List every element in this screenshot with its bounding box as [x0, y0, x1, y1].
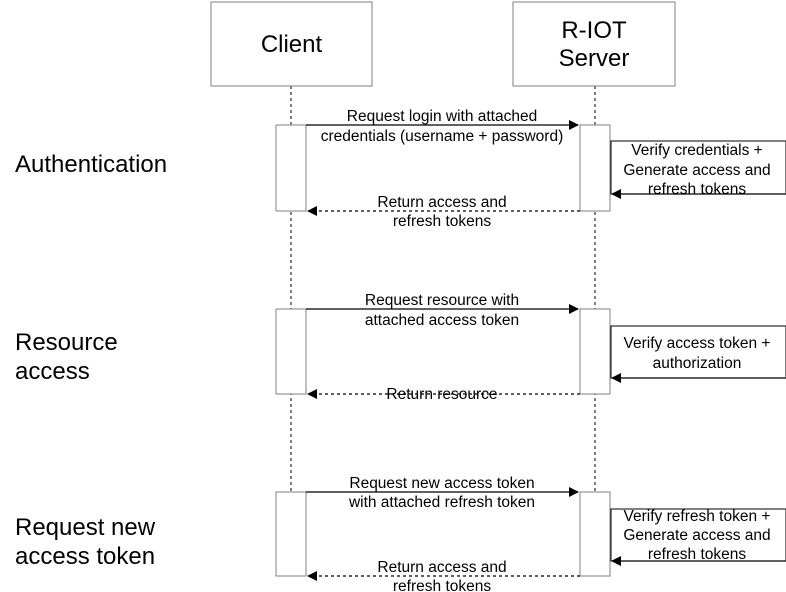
server-activation-bar	[579, 308, 611, 395]
phase-label-line2: access	[15, 358, 90, 385]
server-participant-label-line2: Server	[559, 45, 630, 72]
phase-resource-access: Resource access Request resource with at…	[15, 292, 786, 403]
client-activation-bar	[275, 124, 307, 212]
response-label-line1: Return access and	[377, 559, 506, 576]
note-box	[610, 140, 786, 195]
phase-label-line1: Resource	[15, 329, 118, 356]
note-line2: Generate access and	[623, 527, 770, 544]
note-line1: Verify access token +	[624, 335, 771, 352]
phase-authentication: Authentication Request login with attach…	[15, 108, 786, 230]
note-line2: authorization	[653, 355, 742, 372]
request-label-line1: Request resource with	[365, 292, 519, 309]
phase-label-line2: access token	[15, 543, 155, 570]
server-participant-label-line1: R-IOT	[561, 17, 627, 44]
note-box	[610, 508, 786, 562]
client-activation-bar	[275, 308, 307, 395]
note-line3: refresh tokens	[648, 181, 746, 198]
request-label-line2: credentials (username + password)	[321, 128, 564, 145]
response-label-line2: refresh tokens	[393, 578, 491, 592]
note-line2: Generate access and	[623, 162, 770, 179]
phase-request-new-access-token: Request new access token Request new acc…	[15, 475, 786, 592]
request-label-line1: Request new access token	[349, 475, 534, 492]
request-label-line2: with attached refresh token	[348, 494, 535, 511]
note-line1: Verify refresh token +	[624, 508, 771, 525]
server-activation-bar	[579, 491, 611, 577]
phase-label: Authentication	[15, 151, 167, 178]
client-activation-bar	[275, 491, 307, 577]
request-label-line1: Request login with attached	[347, 108, 537, 125]
response-label-line2: refresh tokens	[393, 213, 491, 230]
server-participant-box	[512, 1, 676, 87]
request-label-line2: attached access token	[365, 312, 519, 329]
note-line1: Verify credentials +	[631, 142, 762, 159]
client-participant-label: Client	[261, 31, 323, 58]
response-label-line1: Return access and	[377, 194, 506, 211]
phase-label-line1: Request new	[15, 514, 156, 541]
note-line3: refresh tokens	[648, 546, 746, 563]
response-label: Return resource	[386, 386, 497, 403]
client-participant-box	[210, 1, 373, 87]
server-activation-bar	[579, 124, 611, 212]
